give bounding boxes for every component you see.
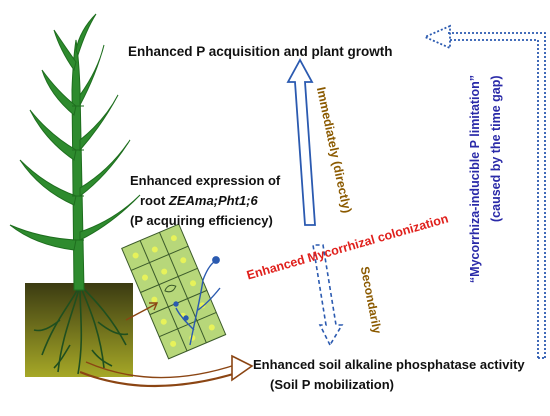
expression-line2-prefix: root xyxy=(140,193,169,208)
side-label-line1: “Mycorrhiza-inducible P limitation” xyxy=(468,74,482,284)
root-zoom-arrow xyxy=(125,302,159,321)
gene-name: ZEAma;Pht1;6 xyxy=(168,193,258,208)
expression-line1: Enhanced expression of xyxy=(130,173,281,188)
expression-line3: (P acquiring efficiency) xyxy=(130,213,273,228)
plant xyxy=(9,13,141,291)
top-result-text: Enhanced P acquisition and plant growth xyxy=(128,44,393,59)
soil-curved-arrow xyxy=(79,354,254,388)
feedback-loop xyxy=(422,24,546,359)
bottom-result-line2: (Soil P mobilization) xyxy=(270,377,394,392)
hyphae xyxy=(173,256,221,346)
bottom-result-line1: Enhanced soil alkaline phosphatase activ… xyxy=(253,357,525,372)
expression-line2: root ZEAma;Pht1;6 xyxy=(140,193,258,208)
immediately-arrow xyxy=(286,58,316,226)
side-label-line2: (caused by the time gap) xyxy=(489,75,503,222)
secondarily-arrow xyxy=(312,244,344,347)
root-cell-section xyxy=(121,223,227,360)
